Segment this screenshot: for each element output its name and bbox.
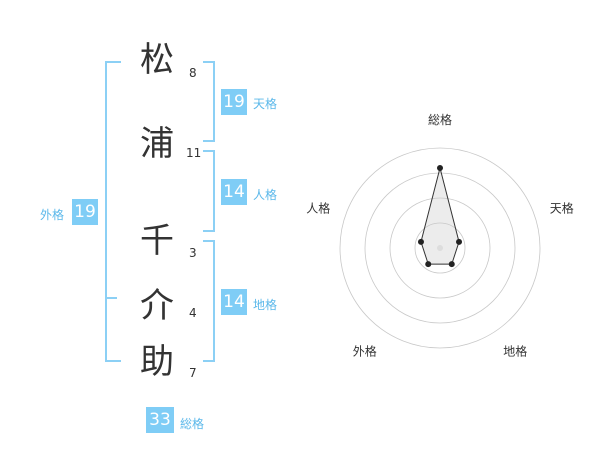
soukaku-label: 総格 xyxy=(180,417,205,431)
radar-point-2 xyxy=(456,238,463,245)
tenkaku-label: 天格 xyxy=(253,97,278,111)
name-char-5: 助 xyxy=(140,342,174,382)
stroke-count-2: 11 xyxy=(186,146,202,160)
radar-axis-label-1: 総格 xyxy=(428,112,452,127)
stroke-count-4: 4 xyxy=(189,306,197,320)
radar-point-1 xyxy=(437,165,443,171)
radar-axis-label-2: 天格 xyxy=(550,200,574,215)
gaikaku-bracket-tick xyxy=(105,297,117,299)
radar-point-4 xyxy=(425,261,432,268)
radar-ring-3 xyxy=(364,172,516,324)
stroke-count-3: 3 xyxy=(189,246,197,260)
radar-center xyxy=(437,245,443,251)
radar-axis-label-4: 外格 xyxy=(353,344,377,359)
radar-ring-2 xyxy=(389,197,491,299)
gaikaku-bracket xyxy=(105,61,121,362)
stroke-count-1: 8 xyxy=(189,66,197,80)
gaikaku-label: 外格 xyxy=(40,208,65,222)
name-char-3: 千 xyxy=(140,221,174,261)
radar-ring-1 xyxy=(414,222,466,274)
radar-axis-label-5: 人格 xyxy=(306,200,330,215)
jinkaku-badge: 14 xyxy=(221,179,247,205)
jinkaku-bracket xyxy=(203,150,215,232)
chikaku-bracket xyxy=(203,240,215,362)
name-char-2: 浦 xyxy=(140,124,174,164)
name-char-1: 松 xyxy=(140,40,174,80)
jinkaku-label: 人格 xyxy=(253,188,278,202)
radar-axis-label-3: 地格 xyxy=(503,344,527,359)
tenkaku-badge: 19 xyxy=(221,89,247,115)
soukaku-badge: 33 xyxy=(146,407,174,433)
stroke-count-5: 7 xyxy=(189,366,197,380)
radar-point-5 xyxy=(417,238,424,245)
radar-point-3 xyxy=(448,261,455,268)
radar-series-polygon xyxy=(420,167,460,265)
chikaku-badge: 14 xyxy=(221,289,247,315)
gaikaku-badge: 19 xyxy=(72,199,98,225)
radar-ring-4 xyxy=(339,147,541,349)
chikaku-label: 地格 xyxy=(253,298,278,312)
name-char-4: 介 xyxy=(140,286,174,326)
tenkaku-bracket xyxy=(203,61,215,142)
